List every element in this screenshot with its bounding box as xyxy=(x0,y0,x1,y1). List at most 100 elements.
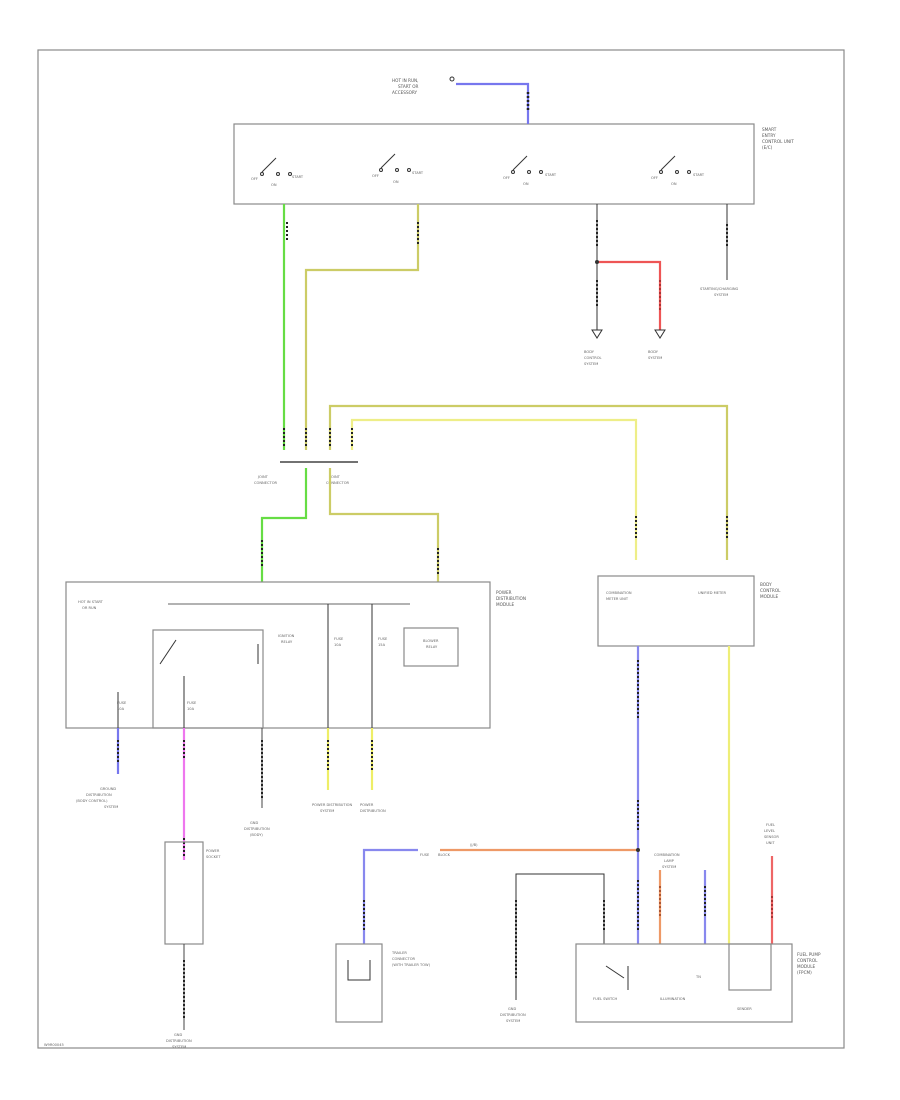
trailer-box xyxy=(335,943,383,1023)
svg-text:IGNITION: IGNITION xyxy=(278,634,295,638)
svg-text:10A: 10A xyxy=(117,707,125,711)
switch-1 xyxy=(260,157,292,176)
wire-yellowgreen-2 xyxy=(328,468,440,582)
combo-lamp-label: COMBINATION LAMP SYSTEM xyxy=(654,853,680,869)
svg-text:BODY: BODY xyxy=(760,582,772,587)
switch-2 xyxy=(379,153,411,172)
svg-text:DISTRIBUTION: DISTRIBUTION xyxy=(360,809,386,813)
fuel-pump-label: FUEL PUMP CONTROL MODULE (FPCM) xyxy=(797,952,821,975)
svg-text:METER UNIT: METER UNIT xyxy=(606,597,629,601)
wire-yellowgreen-loop xyxy=(328,404,729,560)
svg-text:GND: GND xyxy=(250,821,258,825)
sw4-off: OFF xyxy=(651,176,658,180)
svg-text:SYSTEM: SYSTEM xyxy=(320,809,334,813)
svg-text:BLOWER: BLOWER xyxy=(423,639,439,643)
diagram-frame xyxy=(37,49,845,1049)
wire-green-2 xyxy=(260,468,308,582)
wire-black-bottom xyxy=(515,873,605,1000)
smart-unit-box: OFF ON START OFF ON START OFF ON START O… xyxy=(233,123,755,205)
svg-text:SYSTEM: SYSTEM xyxy=(714,293,728,297)
svg-text:FUEL PUMP: FUEL PUMP xyxy=(797,952,821,957)
svg-text:UNIFIED METER: UNIFIED METER xyxy=(698,591,727,595)
sw2-off: OFF xyxy=(372,174,379,178)
combination-meter-box: COMBINATION METER UNIT UNIFIED METER xyxy=(597,575,755,647)
ground-labels-top: BODY CONTROL SYSTEM BODY SYSTEM xyxy=(584,350,662,366)
svg-text:CONNECTOR: CONNECTOR xyxy=(392,957,416,961)
svg-text:FUSE: FUSE xyxy=(420,853,430,857)
svg-text:(J/B): (J/B) xyxy=(470,843,478,847)
gnd-front-label: GROUND DISTRIBUTION (BODY CONTROL) SYSTE… xyxy=(76,787,118,809)
svg-text:POWER: POWER xyxy=(206,849,220,853)
svg-text:DISTRIBUTION: DISTRIBUTION xyxy=(500,1013,526,1017)
wire-red xyxy=(597,260,662,330)
joint-labels: JOINT CONNECTOR JOINT CONNECTOR xyxy=(254,475,350,485)
svg-text:TRAILER: TRAILER xyxy=(391,951,407,955)
svg-text:FUSE: FUSE xyxy=(378,637,388,641)
svg-text:DISTRIBUTION: DISTRIBUTION xyxy=(86,793,112,797)
svg-text:ILLUMINATION: ILLUMINATION xyxy=(660,997,686,1001)
svg-text:ENTRY: ENTRY xyxy=(762,133,776,138)
svg-text:(BODY): (BODY) xyxy=(250,833,263,837)
svg-text:CONNECTOR: CONNECTOR xyxy=(326,481,350,485)
wire-yellowgreen-1 xyxy=(304,204,420,450)
fuel-pump-box: FUEL SWITCH ILLUMINATION SENDER TN xyxy=(575,943,793,1023)
svg-text:SYSTEM: SYSTEM xyxy=(506,1019,520,1023)
svg-text:15A: 15A xyxy=(378,643,386,647)
svg-text:RELAY: RELAY xyxy=(281,640,293,644)
svg-text:DISTRIBUTION: DISTRIBUTION xyxy=(244,827,270,831)
switch-4 xyxy=(659,155,691,174)
sw4-on: ON xyxy=(671,182,677,186)
svg-text:POWER DISTRIBUTION: POWER DISTRIBUTION xyxy=(312,803,352,807)
svg-text:GROUND: GROUND xyxy=(100,787,116,791)
svg-text:(E/C): (E/C) xyxy=(762,145,773,150)
wire-blue-trailer xyxy=(362,848,418,944)
ground-splice-label: STARTING/CHARGING SYSTEM xyxy=(700,287,739,297)
svg-text:SENSOR: SENSOR xyxy=(764,835,779,839)
svg-text:(WITH TRAILER TOW): (WITH TRAILER TOW) xyxy=(392,963,431,967)
svg-text:BODY: BODY xyxy=(584,350,595,354)
svg-text:SOCKET: SOCKET xyxy=(206,855,221,859)
svg-text:POWER: POWER xyxy=(360,803,374,807)
svg-text:MODULE: MODULE xyxy=(797,964,816,969)
gnd-bottom-mid-label: GND DISTRIBUTION SYSTEM xyxy=(500,1007,526,1023)
svg-text:HOT IN START: HOT IN START xyxy=(78,600,104,604)
svg-text:SYSTEM: SYSTEM xyxy=(104,805,118,809)
sw3-off: OFF xyxy=(503,176,510,180)
sw1-on: ON xyxy=(271,183,277,187)
svg-text:SYSTEM: SYSTEM xyxy=(648,356,662,360)
svg-text:CONTROL: CONTROL xyxy=(760,588,781,593)
sw1-start: START xyxy=(292,175,304,179)
svg-text:CONTROL: CONTROL xyxy=(797,958,818,963)
svg-text:FUEL: FUEL xyxy=(766,823,775,827)
wire-yellow-loop xyxy=(350,418,638,560)
svg-text:LAMP: LAMP xyxy=(664,859,675,863)
svg-text:COMBINATION: COMBINATION xyxy=(606,591,632,595)
brake-note: FUSE BLOCK (J/B) xyxy=(420,843,478,857)
svg-text:OR RUN: OR RUN xyxy=(82,606,97,610)
svg-text:SMART: SMART xyxy=(762,127,777,132)
svg-text:POWER: POWER xyxy=(496,590,512,595)
svg-text:JOINT: JOINT xyxy=(329,475,341,479)
svg-text:MODULE: MODULE xyxy=(496,602,515,607)
smart-unit-label: SMART ENTRY CONTROL UNIT (E/C) xyxy=(762,127,794,150)
svg-text:SYSTEM: SYSTEM xyxy=(662,865,676,869)
svg-text:(BODY CONTROL): (BODY CONTROL) xyxy=(76,799,108,803)
sw1-off: OFF xyxy=(251,177,258,181)
svg-text:10A: 10A xyxy=(334,643,342,647)
top-source-l3: ACCESSORY xyxy=(392,90,418,95)
svg-text:FUSE: FUSE xyxy=(117,701,127,705)
svg-text:SYSTEM: SYSTEM xyxy=(172,1045,186,1049)
svg-text:MODULE: MODULE xyxy=(760,594,779,599)
svg-text:CONTROL UNIT: CONTROL UNIT xyxy=(762,139,794,144)
svg-text:SENDER: SENDER xyxy=(737,1007,752,1011)
svg-text:BLOCK: BLOCK xyxy=(438,853,451,857)
pdm-box: HOT IN START OR RUN IGNITION RELAY FUSE … xyxy=(65,581,491,729)
top-source: HOT IN RUN, START OR ACCESSORY xyxy=(392,76,455,95)
wire-blue-top xyxy=(456,82,530,124)
body-ctrl-label: BODY CONTROL MODULE xyxy=(760,582,781,599)
fuel-unit-label: FUEL LEVEL SENSOR UNIT xyxy=(764,823,779,845)
pdm-label: POWER DISTRIBUTION MODULE xyxy=(496,590,526,607)
top-source-l2: START OR xyxy=(398,84,419,89)
svg-text:CONNECTOR: CONNECTOR xyxy=(254,481,278,485)
